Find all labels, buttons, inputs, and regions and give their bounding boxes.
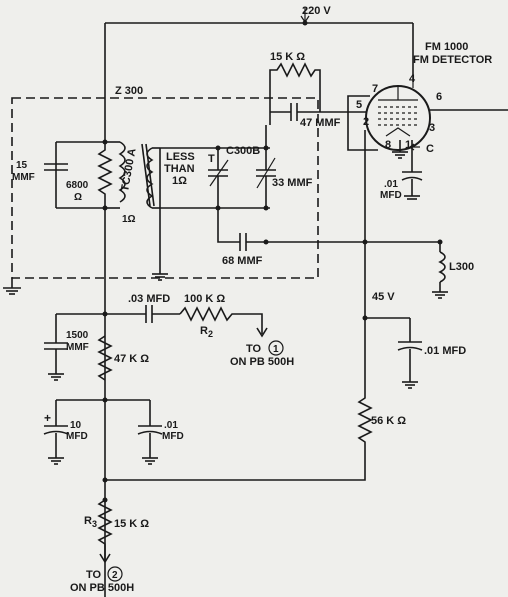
output-network-1 [105,305,268,338]
trimmer-c300b-label: C300B [226,145,260,157]
inductor-l300-label: L300 [449,261,474,273]
resistor-47k [97,335,113,381]
shield-z300 [11,97,319,279]
cathode-label: C [426,143,434,155]
trimmer-t-label: T [208,153,215,165]
resistor-r3 [97,499,113,560]
pin-label-4: 4 [409,73,416,85]
capacitor-1500mmf [44,313,105,381]
supply-voltage-label: 220 V [302,5,331,17]
one-ohm-label: 1Ω [122,214,136,225]
cathode-bypass-capacitor [401,140,423,200]
pin-label-8: 8 [385,139,391,151]
supply-rail [104,8,414,140]
resistor-15k-top [269,62,321,112]
pin-label-6: 6 [436,91,442,103]
capacitor-68mmf-label: 68 MMF [222,255,263,267]
resistor-15k-bottom-label: 15 K Ω [114,518,149,530]
pin-5-7-leads [320,95,378,151]
node-45v [364,242,423,392]
resistor-15k-top-label: 15 K Ω [270,51,305,63]
capacitor-47mmf-label: 47 MMF [300,117,341,129]
capacitor-33mmf-label: 33 MMF [272,177,313,189]
shield-label: Z 300 [115,85,143,97]
resistor-56k-label: 56 K Ω [371,415,406,427]
output-2-arrow [99,553,111,564]
capacitor-68mmf [217,208,440,251]
transformer-tc300-label: TC300 A [119,147,138,192]
shield-ground [3,278,21,295]
resistor-47k-label: 47 K Ω [114,353,149,365]
tube-title: FM 1000 [425,41,468,53]
capacitor-01mfd-right-label: .01 MFD [424,345,466,357]
resistor-100k-label: 100 K Ω [184,293,225,305]
trimmer-capacitors [160,125,276,209]
output-2-badge [107,566,123,582]
secondary-coil [141,143,161,274]
resistor-56k [105,392,373,481]
secondary-ground [152,273,168,281]
pin-label-5: 5 [356,99,362,111]
capacitor-03mfd-label: .03 MFD [128,293,170,305]
output-1-badge [268,340,284,356]
pin-label-7: 7 [372,83,378,95]
output-2-label: TO [86,569,102,581]
pin-label-1: 1 [405,139,411,151]
output-1-destination: ON PB 500H [230,356,294,368]
voltage-45v-label: 45 V [372,291,395,303]
output-1-number: 1 [273,344,279,355]
pin-label-3: 3 [429,122,435,134]
decoupling-capacitors [43,399,163,465]
resistor-r3-label: R3 [84,515,97,529]
tube-subtitle: FM DETECTOR [413,54,492,66]
detector-tube [365,82,431,151]
capacitor-47mmf [269,83,320,125]
output-1-label: TO [246,343,262,355]
pin-label-2: 2 [363,116,369,128]
electrolytic-plus-sign: + [44,411,51,425]
inductor-l300 [432,242,448,299]
resistor-r2-label: R2 [200,325,213,339]
output-2-number: 2 [112,570,118,581]
output-2-destination: ON PB 500H [70,582,134,594]
